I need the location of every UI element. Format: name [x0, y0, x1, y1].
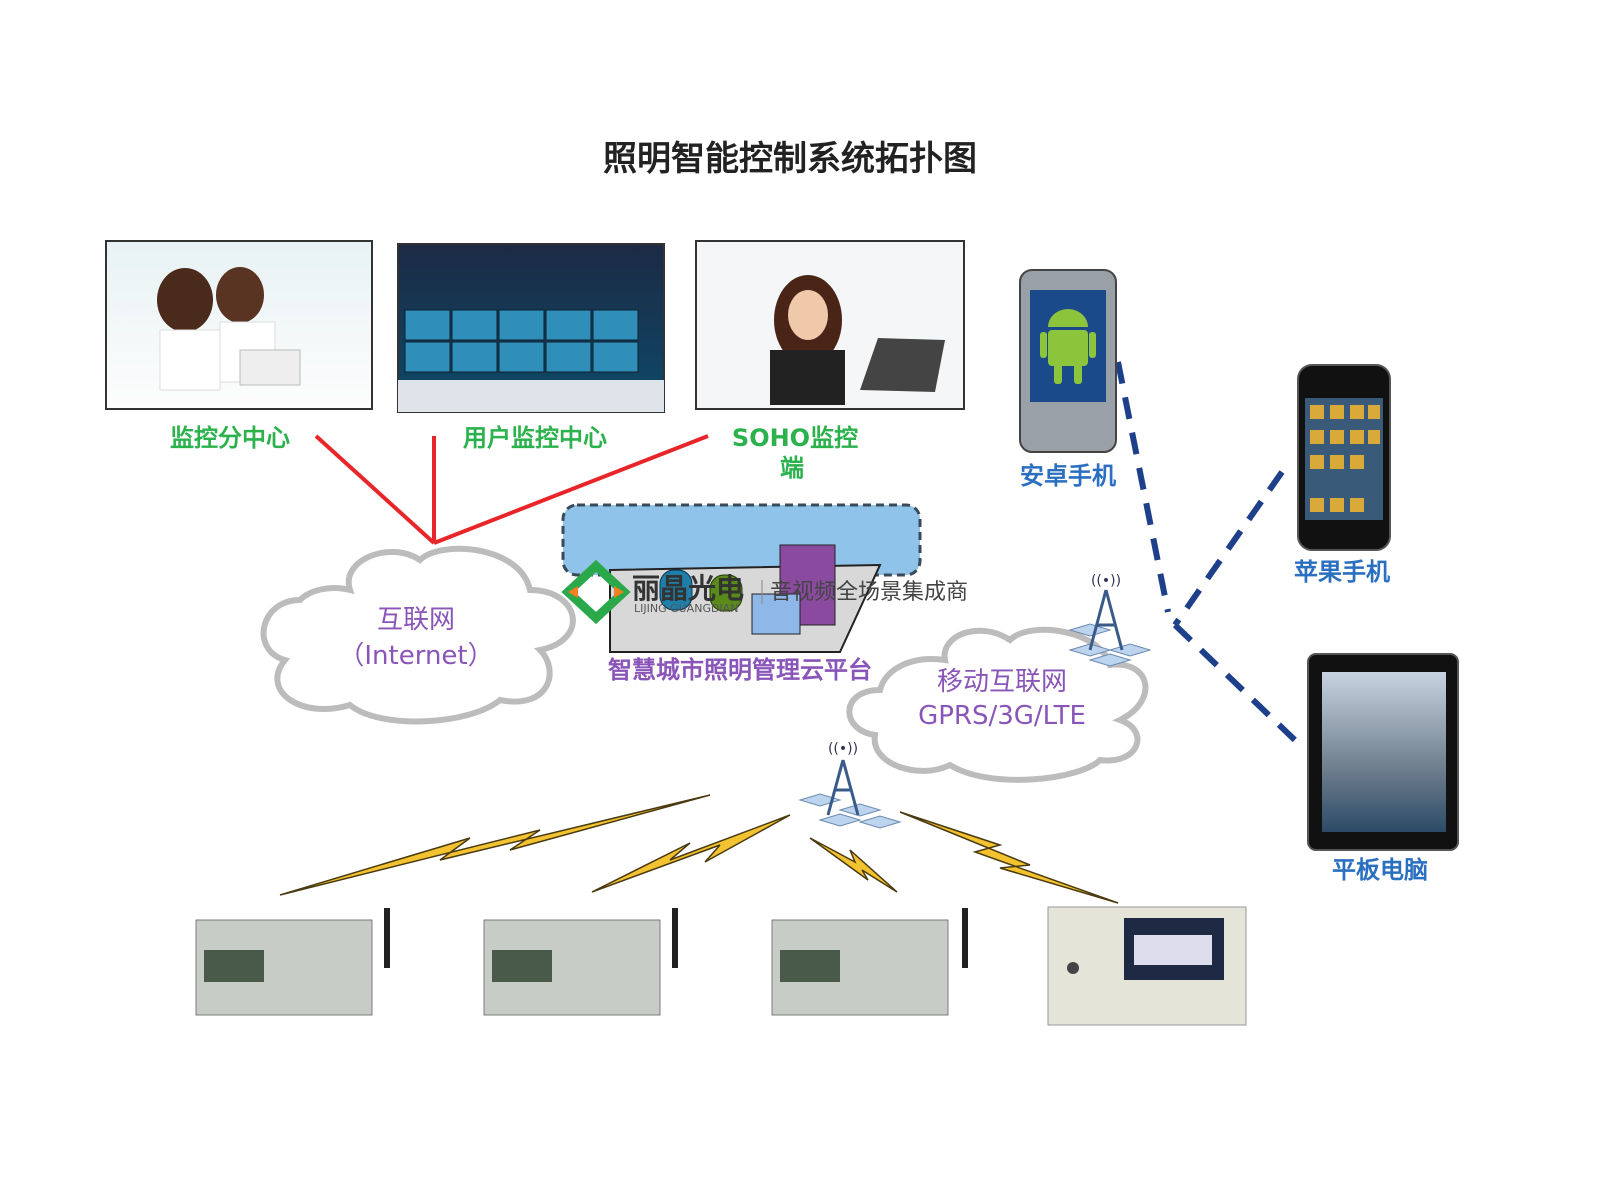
tablet — [1307, 653, 1459, 851]
database-icon — [709, 574, 743, 612]
watermark: 丽晶光电 LIJING GUANGDIAN 音视频全场景集成商 — [561, 559, 968, 625]
label-tablet: 平板电脑 — [1332, 856, 1428, 884]
internet-label-line1: 互联网 — [377, 605, 455, 635]
photo-user-monitor-center — [397, 243, 665, 413]
watermark-brand: 丽晶光电 — [632, 572, 744, 605]
watermark-pinyin: LIJING GUANGDIAN — [634, 602, 738, 615]
photo-sub-monitor-center — [105, 240, 373, 410]
lighting-controller — [771, 908, 968, 1016]
mobile-net-label-line1: 移动互联网 — [937, 667, 1067, 697]
label-iphone: 苹果手机 — [1294, 558, 1390, 586]
wired-links — [314, 434, 709, 545]
mobile-net-label-line2: GPRS/3G/LTE — [918, 701, 1086, 731]
android-icon — [1040, 309, 1096, 384]
wireless-links-mobile — [1115, 361, 1303, 748]
mobile-internet-cloud: 移动互联网 GPRS/3G/LTE — [846, 626, 1149, 783]
wireless-bolts — [279, 794, 1119, 904]
android-phone — [1019, 269, 1117, 453]
internet-label-line2: （Internet） — [338, 641, 493, 671]
lighting-controller — [483, 908, 678, 1016]
svg-text:((•)): ((•)) — [828, 741, 858, 757]
label-user-monitor-center: 用户监控中心 — [463, 424, 607, 452]
iphone — [1297, 364, 1391, 551]
label-soho-line2: 端 — [780, 454, 804, 482]
lighting-controller — [195, 908, 390, 1016]
label-soho-line1: SOHO监控 — [732, 424, 858, 452]
cloud-platform-label: 智慧城市照明管理云平台 — [608, 656, 872, 684]
control-cabinet — [1047, 906, 1247, 1026]
brand-logo-icon — [561, 559, 631, 625]
internet-cloud: 互联网 （Internet） — [260, 545, 576, 725]
svg-text:((•)): ((•)) — [1091, 573, 1121, 589]
cell-tower-icon: ((•)) — [1068, 573, 1152, 667]
diagram-title: 照明智能控制系统拓扑图 — [603, 139, 977, 179]
computer-icon — [751, 593, 801, 635]
label-sub-monitor-center: 监控分中心 — [170, 424, 290, 452]
cloud-platform: 智慧城市照明管理云平台 — [561, 503, 922, 684]
watermark-slogan: 音视频全场景集成商 — [770, 580, 968, 605]
photo-soho-monitor — [695, 240, 965, 410]
database-icon — [659, 569, 693, 611]
cell-tower-icon: ((•)) — [798, 741, 902, 829]
label-android-phone: 安卓手机 — [1020, 462, 1116, 490]
